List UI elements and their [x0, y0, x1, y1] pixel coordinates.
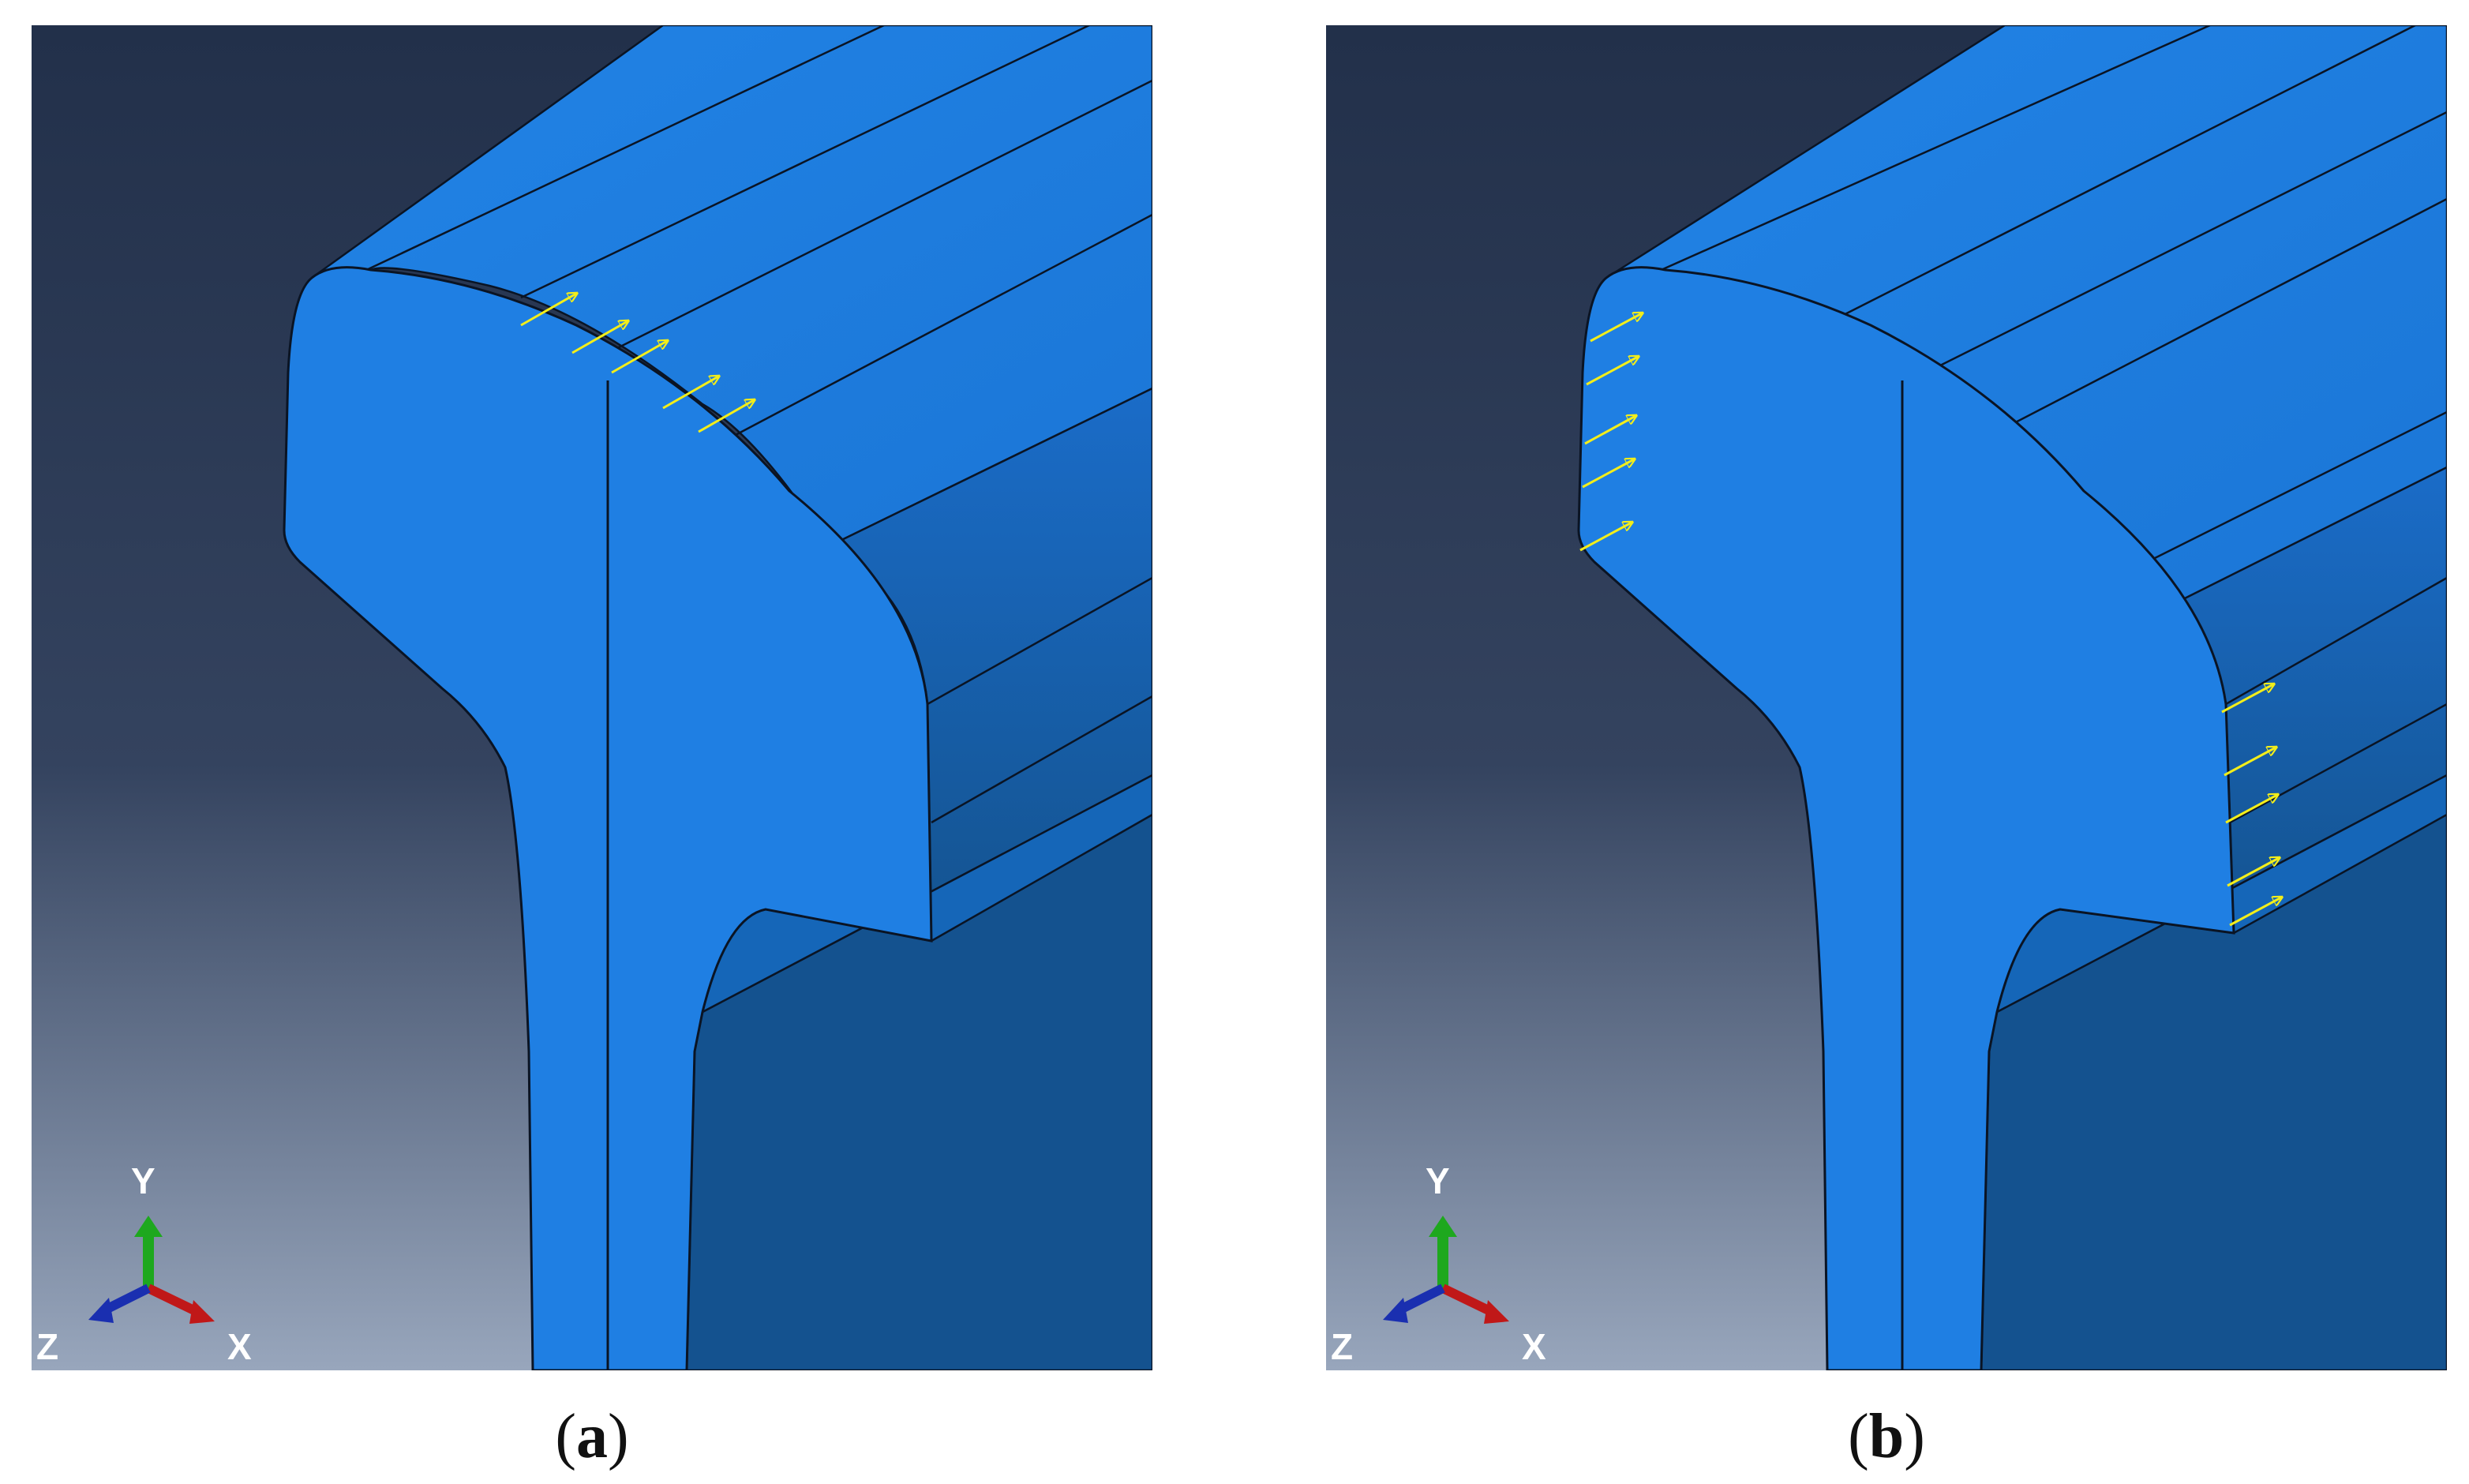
caption-a-close: ): [608, 1402, 629, 1471]
triad-y-label: Y: [131, 1160, 155, 1201]
caption-a: (a): [474, 1405, 710, 1468]
coordinate-triad: Y X Z: [36, 1160, 252, 1367]
rail-cross-section: [1577, 266, 2235, 1370]
panel-b-viewport: Y X Z: [1326, 25, 2447, 1370]
load-arrows: [1579, 313, 2281, 927]
caption-b-open: (: [1848, 1402, 1869, 1471]
triad-z-label: Z: [1331, 1326, 1353, 1367]
triad-x-label: X: [1522, 1326, 1546, 1367]
coordinate-triad: Y X Z: [1331, 1160, 1546, 1367]
caption-b-close: ): [1904, 1402, 1925, 1471]
triad-y-label: Y: [1426, 1160, 1450, 1201]
caption-a-open: (: [555, 1402, 576, 1471]
panel-a-viewport: Y X Z: [32, 25, 1152, 1370]
triad-z-label: Z: [36, 1326, 58, 1367]
panel-a-canvas: Y X Z: [32, 25, 1152, 1370]
load-arrows: [520, 294, 754, 433]
caption-a-label: a: [576, 1402, 608, 1471]
caption-b-label: b: [1868, 1402, 1905, 1471]
triad-x-label: X: [227, 1326, 252, 1367]
caption-b: (b): [1768, 1405, 2005, 1468]
panel-b-canvas: Y X Z: [1326, 25, 2447, 1370]
